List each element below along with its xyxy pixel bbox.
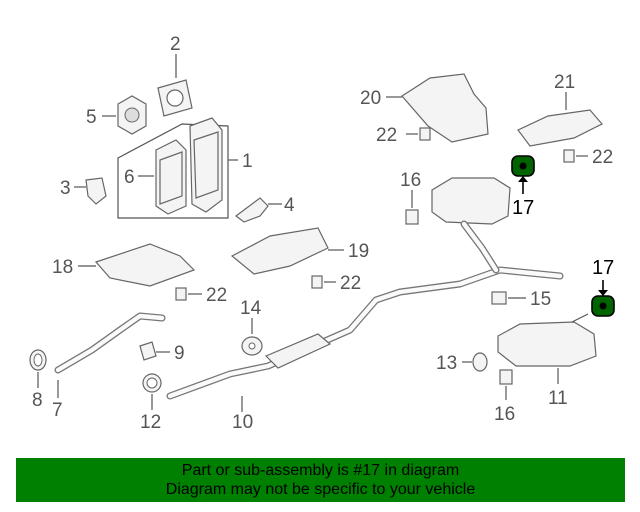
callout-12: 12: [140, 412, 161, 433]
callout-9: 9: [174, 343, 185, 364]
part-15-hanger: [491, 291, 526, 305]
info-banner: Part or sub-assembly is #17 in diagram D…: [16, 458, 625, 502]
part-18-heat-shield: [78, 243, 196, 287]
callout-13: 13: [436, 353, 457, 374]
callout-3: 3: [60, 178, 71, 199]
callout-19: 19: [348, 241, 369, 262]
callout-22-a: 22: [376, 125, 397, 146]
callout-14: 14: [240, 298, 262, 319]
callout-16-lower: 16: [494, 404, 515, 425]
part-14-hanger: [241, 318, 263, 356]
callout-16-upper: 16: [400, 170, 421, 191]
callout-22-c: 22: [340, 273, 361, 294]
callout-5: 5: [86, 107, 97, 128]
callout-11: 11: [548, 388, 568, 409]
part-22-bolt-a: [406, 127, 431, 141]
part-12-gasket: [142, 373, 162, 410]
part-11-muffler: [497, 313, 597, 384]
part-16-hanger-a: [405, 190, 419, 225]
part-16-hanger-b: [499, 369, 513, 400]
part-5-flange: [102, 95, 147, 135]
part-3-bracket: [74, 177, 107, 205]
callout-22-d: 22: [206, 285, 227, 306]
part-19-heat-shield: [230, 227, 344, 275]
part-4-bracket: [235, 197, 282, 223]
part-1-converter: [189, 117, 223, 213]
callout-18: 18: [52, 257, 73, 278]
callout-17-upper: 17: [512, 197, 534, 219]
part-9-clamp: [139, 341, 170, 361]
part-13-gasket: [462, 352, 488, 372]
part-8-gasket: [29, 349, 47, 388]
callout-7: 7: [52, 400, 63, 421]
part-17-hanger-a: [511, 155, 535, 194]
part-2-gasket: [157, 54, 193, 117]
part-7-front-pipe: [54, 312, 166, 398]
banner-line-1: Part or sub-assembly is #17 in diagram: [181, 462, 460, 479]
part-22-bolt-c: [311, 275, 336, 289]
callout-15: 15: [530, 289, 551, 310]
callout-10: 10: [232, 412, 253, 433]
callout-8: 8: [32, 390, 43, 411]
part-10-center-pipe: [166, 266, 564, 412]
exhaust-parts-diagram: 1 2 3 4 5 6 7 8 9 10 11 12 13 14 15 16 1…: [29, 34, 615, 433]
callout-6: 6: [124, 167, 135, 188]
part-17-hanger-b: [591, 280, 615, 317]
part-22-bolt-d: [175, 287, 202, 301]
callout-22-b: 22: [592, 147, 613, 168]
part-21-heat-shield: [517, 92, 603, 147]
callout-4: 4: [284, 195, 295, 216]
callout-20: 20: [360, 88, 381, 109]
callout-21: 21: [554, 72, 575, 93]
part-22-bolt-b: [563, 149, 588, 163]
banner-line-2: Diagram may not be specific to your vehi…: [165, 481, 476, 498]
callout-2: 2: [170, 34, 181, 55]
callout-1: 1: [242, 151, 253, 172]
part-6-converter: [138, 139, 187, 215]
part-20-heat-shield: [386, 73, 489, 143]
callout-17-lower: 17: [592, 257, 614, 279]
rear-muffler-upper: [431, 177, 511, 274]
